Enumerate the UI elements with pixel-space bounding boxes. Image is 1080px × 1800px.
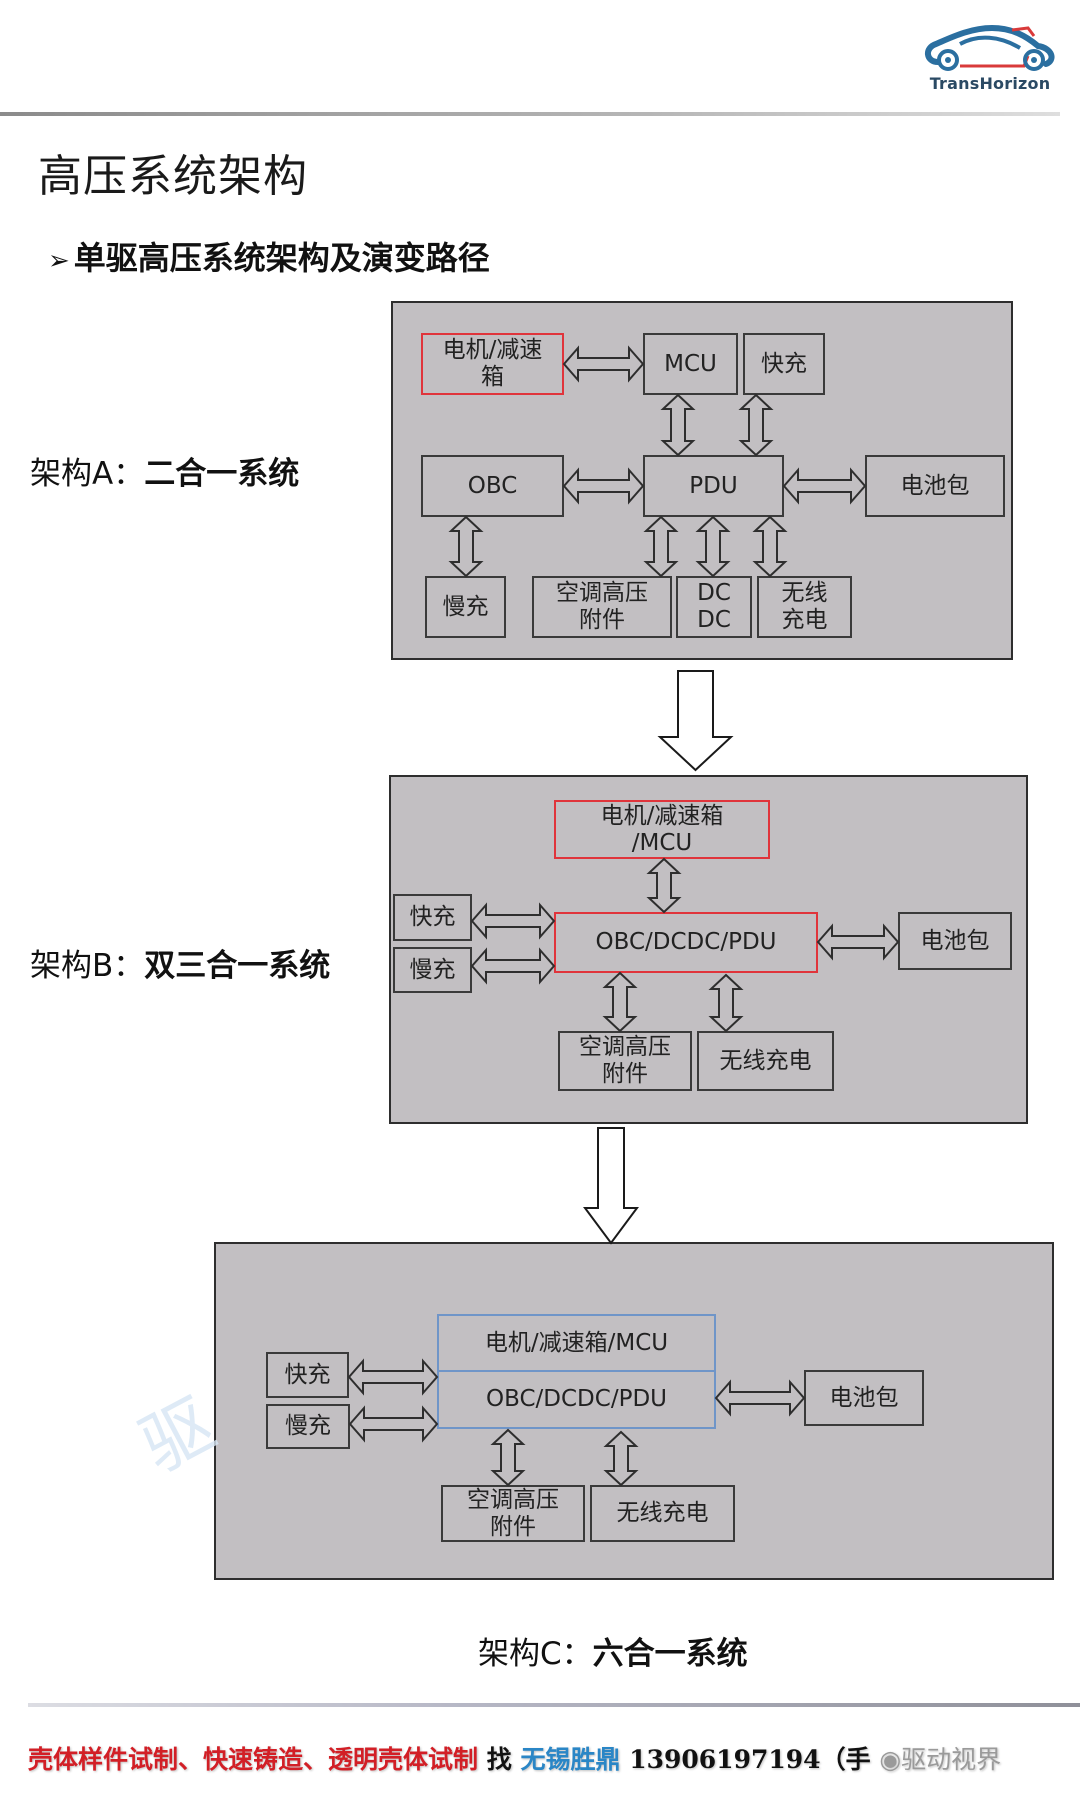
node-a-motor-gearbox: 电机/减速 箱 — [421, 333, 564, 395]
node-label: 空调高压 附件 — [467, 1486, 559, 1540]
footer-phone: 13906197194 — [629, 1745, 821, 1774]
node-label: MCU — [664, 350, 717, 377]
node-b-battery-pack: 电池包 — [898, 912, 1012, 970]
node-label: 电池包 — [920, 927, 990, 954]
section-subtitle: ➢单驱高压系统架构及演变路径 — [48, 233, 490, 279]
node-c-ac-hv-accessories: 空调高压 附件 — [441, 1485, 585, 1542]
node-b-fast-charge: 快充 — [393, 894, 472, 941]
node-label: OBC/DCDC/PDU — [595, 929, 777, 955]
node-c-obc-dcdc-pdu: OBC/DCDC/PDU — [439, 1370, 714, 1427]
node-b-slow-charge: 慢充 — [393, 947, 472, 993]
node-label: 无线 充电 — [781, 580, 828, 633]
node-c-slow-charge: 慢充 — [266, 1404, 350, 1449]
arch-b-label: 架构B：双三合一系统 — [30, 940, 330, 985]
node-a-mcu: MCU — [643, 333, 738, 395]
node-label: 无线充电 — [719, 1047, 812, 1074]
node-label: 电机/减速箱/MCU — [484, 1330, 669, 1356]
node-a-battery-pack: 电池包 — [865, 455, 1005, 517]
arch-b-name: 双三合一系统 — [144, 948, 331, 984]
node-c-wireless-charge: 无线充电 — [590, 1485, 735, 1542]
node-label: 快充 — [761, 350, 807, 377]
node-a-obc: OBC — [421, 455, 564, 517]
account-name: 驱动视界 — [901, 1745, 1002, 1774]
node-b-ac-hv-accessories: 空调高压 附件 — [558, 1031, 692, 1091]
node-b-obc-dcdc-pdu: OBC/DCDC/PDU — [554, 912, 818, 973]
node-label: PDU — [689, 472, 738, 499]
node-a-fast-charge: 快充 — [743, 333, 825, 395]
diagram-arch-a — [391, 301, 1013, 660]
transhorizon-logo: TransHorizon — [920, 22, 1060, 97]
node-label: 电机/减速 箱 — [442, 337, 543, 390]
arch-c-prefix: 架构C： — [478, 1636, 593, 1672]
header-divider — [0, 112, 1060, 116]
wechat-icon: ◉ — [879, 1745, 902, 1774]
node-label: 无线充电 — [616, 1500, 709, 1526]
footer-paren: （ — [820, 1745, 846, 1774]
footer-trailing: 手 — [845, 1745, 871, 1774]
node-a-dcdc: DC DC — [676, 576, 752, 638]
car-wave-logo-icon — [925, 24, 1055, 71]
node-a-ac-hv-accessories: 空调高压 附件 — [532, 576, 672, 638]
arch-a-label: 架构A：二合一系统 — [30, 448, 299, 493]
node-a-pdu: PDU — [643, 455, 784, 517]
arch-a-prefix: 架构A： — [30, 456, 145, 492]
footer-divider — [28, 1703, 1080, 1707]
footer-connector: 找 — [486, 1745, 512, 1774]
node-label: OBC — [467, 472, 518, 499]
node-c-motor-gearbox-mcu: 电机/减速箱/MCU — [439, 1316, 714, 1371]
wechat-account-watermark: ◉驱动视界 — [879, 1745, 1001, 1774]
footer-ad-text: 壳体样件试制、快速铸造、透明壳体试制 — [28, 1745, 479, 1774]
arch-c-label: 架构C：六合一系统 — [478, 1628, 748, 1673]
flow-arrow-a-to-b — [657, 670, 734, 772]
node-c-battery-pack: 电池包 — [804, 1370, 924, 1426]
arch-a-name: 二合一系统 — [144, 456, 300, 492]
node-b-wireless-charge: 无线充电 — [697, 1031, 834, 1091]
diagram-arch-b — [389, 775, 1028, 1124]
node-label: DC DC — [697, 580, 731, 633]
node-c-fast-charge: 快充 — [266, 1352, 349, 1398]
node-label: 慢充 — [409, 956, 456, 983]
flow-arrow-b-to-c — [583, 1127, 639, 1245]
arrow-bullet-icon: ➢ — [48, 246, 70, 276]
node-label: 电池包 — [829, 1384, 899, 1411]
logo-text: TransHorizon — [929, 74, 1051, 93]
node-a-wireless-charge: 无线 充电 — [757, 576, 852, 638]
node-label: 空调高压 附件 — [556, 580, 648, 633]
footer-company: 无锡胜鼎 — [520, 1745, 621, 1774]
node-label: 慢充 — [285, 1413, 331, 1439]
node-a-slow-charge: 慢充 — [425, 576, 506, 638]
subtitle-text: 单驱高压系统架构及演变路径 — [73, 239, 490, 277]
node-label: 电池包 — [900, 472, 970, 499]
arch-c-name: 六合一系统 — [592, 1636, 748, 1672]
footer-ad: 壳体样件试制、快速铸造、透明壳体试制 找 无锡胜鼎 13906197194（手 … — [28, 1740, 1001, 1776]
node-label: 慢充 — [442, 593, 489, 620]
node-label: 空调高压 附件 — [579, 1034, 671, 1087]
node-label: OBC/DCDC/PDU — [486, 1386, 667, 1412]
arch-b-prefix: 架构B： — [30, 948, 145, 984]
page-title: 高压系统架构 — [38, 151, 308, 202]
node-b-motor-gearbox-mcu: 电机/减速箱 /MCU — [554, 800, 770, 859]
node-label: 电机/减速箱 /MCU — [600, 802, 724, 856]
node-label: 快充 — [284, 1361, 331, 1388]
node-label: 快充 — [409, 904, 456, 930]
